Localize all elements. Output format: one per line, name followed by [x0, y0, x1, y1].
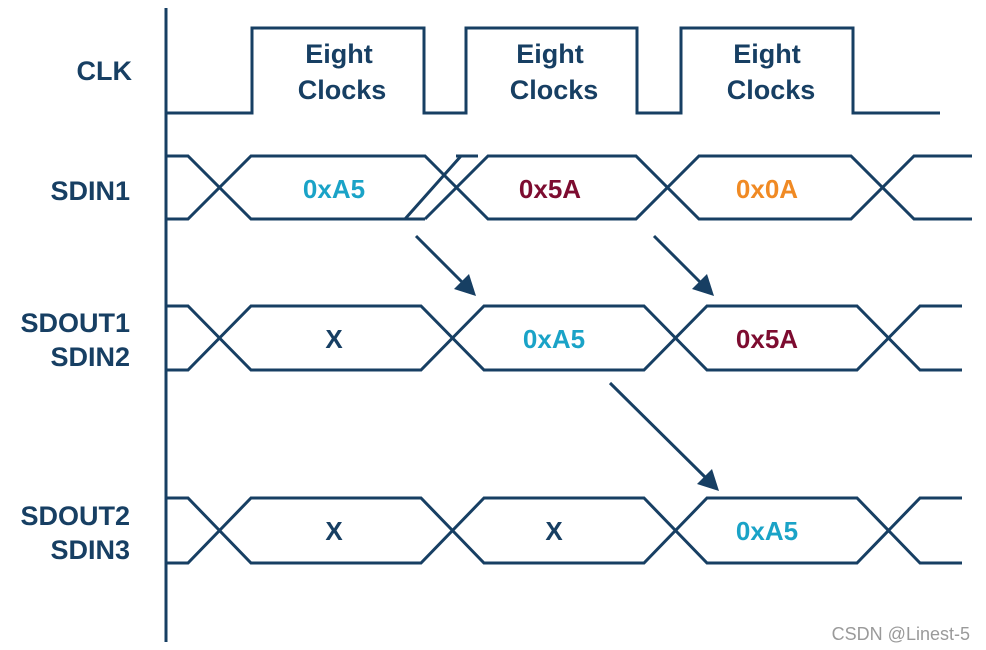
sdout1-byte-3: 0x5A — [736, 324, 798, 354]
sdin1-byte-2: 0x5A — [519, 174, 581, 204]
label-sdout2: SDOUT2 — [20, 501, 130, 531]
label-sdin2: SDIN2 — [50, 342, 130, 372]
sdout2-byte-3: 0xA5 — [736, 516, 798, 546]
sdin1-byte-3: 0x0A — [736, 174, 798, 204]
sdout1-byte-1: X — [325, 324, 343, 354]
clock-label-3-line2: Clocks — [727, 75, 816, 105]
sdout1-byte-2: 0xA5 — [523, 324, 585, 354]
clock-label-1-line2: Clocks — [298, 75, 387, 105]
arrow-sdin1-to-sdout1-a — [414, 234, 476, 296]
clock-label-3-line1: Eight — [733, 39, 801, 69]
sdout2-byte-1: X — [325, 516, 343, 546]
clock-label-1-line1: Eight — [305, 39, 373, 69]
label-sdin3: SDIN3 — [50, 535, 130, 565]
sdout2-byte-2: X — [545, 516, 563, 546]
arrow-sdin1-to-sdout1-b — [652, 234, 714, 296]
watermark-text: CSDN @Linest-5 — [832, 624, 970, 644]
label-clk: CLK — [77, 56, 133, 86]
label-sdout1: SDOUT1 — [20, 308, 130, 338]
sdin1-byte-1: 0xA5 — [303, 174, 365, 204]
clock-label-2-line2: Clocks — [510, 75, 599, 105]
sdin1-bus — [166, 154, 972, 221]
sdout1-sdin2-bus — [166, 304, 962, 372]
label-sdin1: SDIN1 — [50, 176, 130, 206]
arrow-sdout1-to-sdout2 — [608, 381, 719, 491]
clock-label-2-line1: Eight — [516, 39, 584, 69]
sdout2-sdin3-bus — [166, 496, 962, 565]
clk-waveform — [166, 26, 940, 115]
